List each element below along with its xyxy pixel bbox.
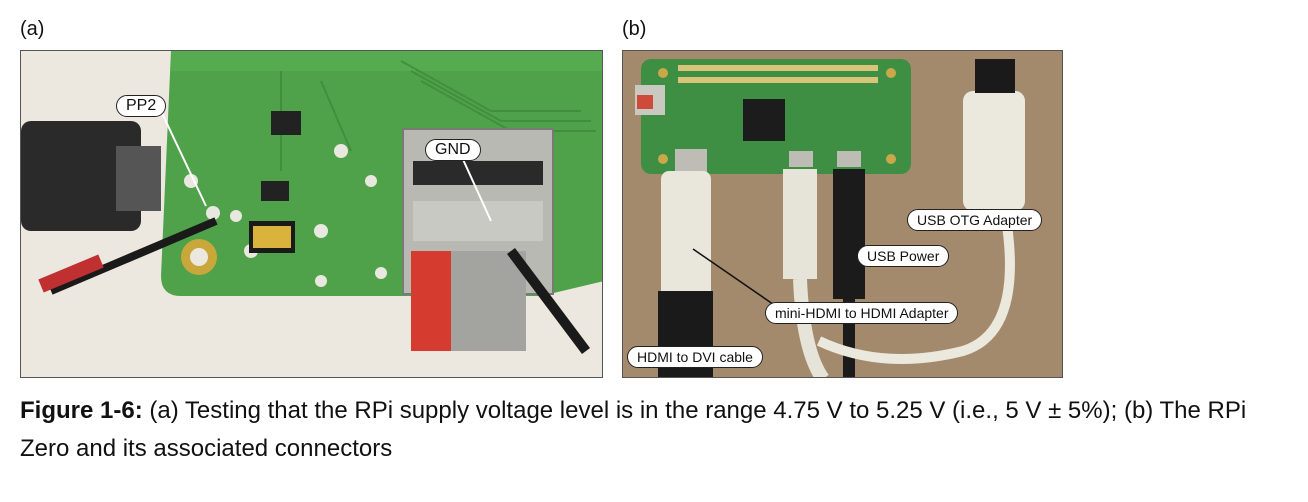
callout-usb-power: USB Power — [857, 245, 950, 267]
callout-gnd: GND — [425, 139, 481, 161]
callout-mini-hdmi-adapter: mini-HDMI to HDMI Adapter — [765, 302, 959, 324]
callout-hdmi-dvi-cable: HDMI to DVI cable — [627, 346, 763, 368]
figure-caption-label: Figure 1-6: — [20, 397, 143, 424]
figure-caption-text: (a) Testing that the RPi supply voltage … — [20, 397, 1247, 462]
panel-b-label: (b) — [622, 18, 647, 40]
figure-caption: Figure 1-6: (a) Testing that the RPi sup… — [20, 392, 1290, 468]
photo-rpi-zero-connectors: USB OTG Adapter USB Power mini-HDMI to H… — [622, 50, 1063, 378]
callout-usb-otg-adapter: USB OTG Adapter — [907, 209, 1043, 231]
photo-rpi-voltage-test: PP2 GND — [20, 50, 603, 378]
rpi-board-illustration — [21, 51, 602, 377]
callout-pp2: PP2 — [116, 95, 167, 117]
panel-a-label: (a) — [20, 18, 45, 40]
